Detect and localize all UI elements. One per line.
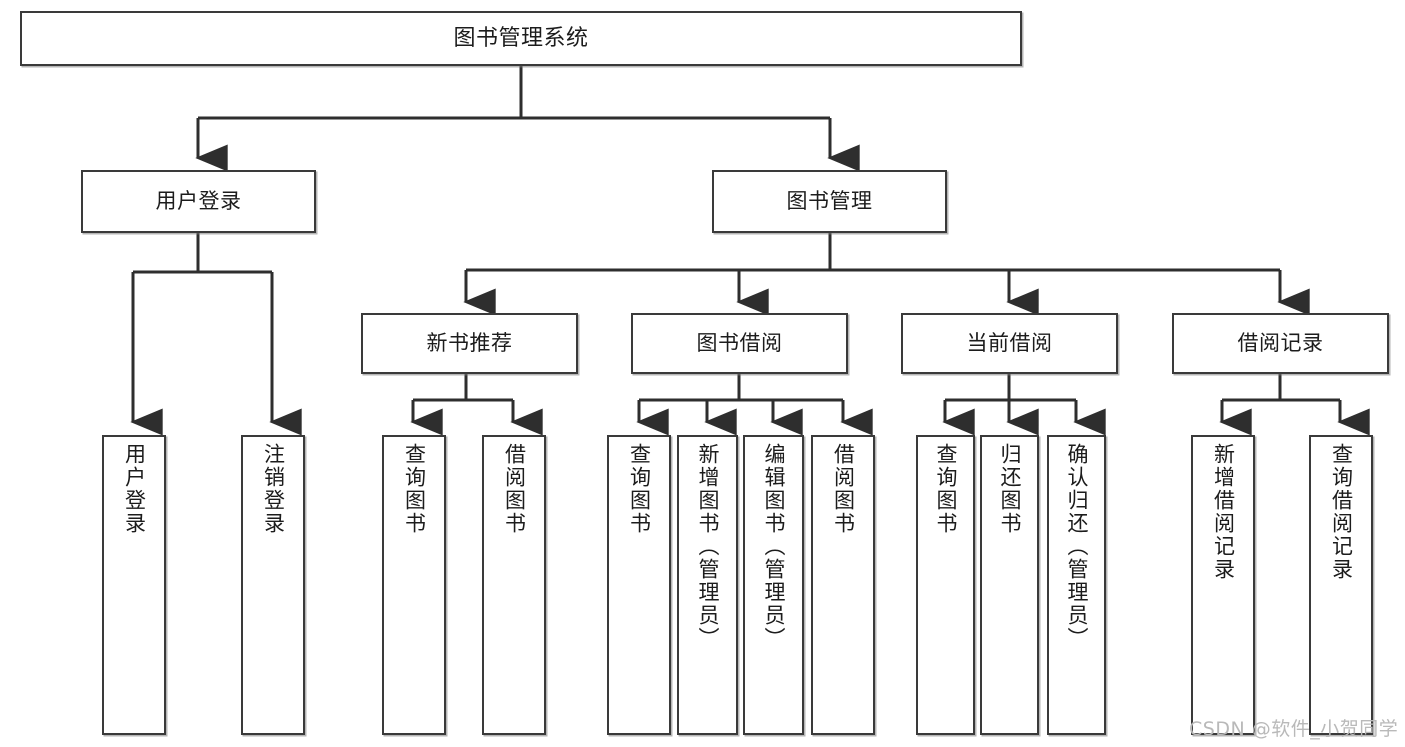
- node-root-book-management-system[interactable]: 图书管理系统: [20, 11, 1022, 66]
- node-label: 借阅图书: [831, 443, 856, 535]
- node-label: 图书管理系统: [453, 25, 589, 51]
- node-label: 新书推荐: [426, 331, 513, 356]
- node-label: 新增借阅记录: [1211, 443, 1236, 581]
- node-book-borrowing[interactable]: 图书借阅: [631, 313, 848, 374]
- leaf-borrow-book[interactable]: 借阅图书: [811, 435, 875, 735]
- node-label: 图书管理: [786, 189, 873, 214]
- node-book-management[interactable]: 图书管理: [712, 170, 947, 233]
- csdn-watermark: CSDN @软件_小贺同学: [1189, 718, 1399, 740]
- node-label: 归还图书: [998, 443, 1022, 535]
- leaf-logout[interactable]: 注销登录: [241, 435, 305, 735]
- node-user-login[interactable]: 用户登录: [81, 170, 316, 233]
- leaf-query-borrow-record[interactable]: 查询借阅记录: [1309, 435, 1373, 735]
- leaf-user-login[interactable]: 用户登录: [102, 435, 166, 735]
- node-current-borrowing[interactable]: 当前借阅: [901, 313, 1118, 374]
- node-label: 新增图书（管理员）: [696, 443, 720, 650]
- node-label: 查询图书: [402, 443, 427, 535]
- node-borrowing-records[interactable]: 借阅记录: [1172, 313, 1389, 374]
- node-label: 借阅图书: [502, 443, 527, 535]
- node-label: 确认归还（管理员）: [1065, 443, 1089, 650]
- node-label: 借阅记录: [1237, 331, 1324, 356]
- leaf-query-book-borrow[interactable]: 查询图书: [607, 435, 671, 735]
- node-label: 图书借阅: [696, 331, 783, 356]
- node-label: 注销登录: [261, 443, 286, 535]
- leaf-add-borrow-record[interactable]: 新增借阅记录: [1191, 435, 1255, 735]
- node-label: 查询借阅记录: [1329, 443, 1354, 581]
- leaf-query-book-current[interactable]: 查询图书: [916, 435, 975, 735]
- node-label: 用户登录: [155, 189, 242, 214]
- leaf-confirm-return-admin[interactable]: 确认归还（管理员）: [1047, 435, 1106, 735]
- leaf-return-book[interactable]: 归还图书: [980, 435, 1039, 735]
- node-label: 查询图书: [934, 443, 958, 535]
- leaf-borrow-book-recommend[interactable]: 借阅图书: [482, 435, 546, 735]
- node-label: 查询图书: [627, 443, 652, 535]
- node-label: 用户登录: [122, 443, 147, 535]
- leaf-edit-book-admin[interactable]: 编辑图书（管理员）: [743, 435, 804, 735]
- node-new-book-recommendation[interactable]: 新书推荐: [361, 313, 578, 374]
- leaf-add-book-admin[interactable]: 新增图书（管理员）: [677, 435, 738, 735]
- leaf-query-book-recommend[interactable]: 查询图书: [382, 435, 446, 735]
- node-label: 编辑图书（管理员）: [762, 443, 786, 650]
- node-label: 当前借阅: [966, 331, 1053, 356]
